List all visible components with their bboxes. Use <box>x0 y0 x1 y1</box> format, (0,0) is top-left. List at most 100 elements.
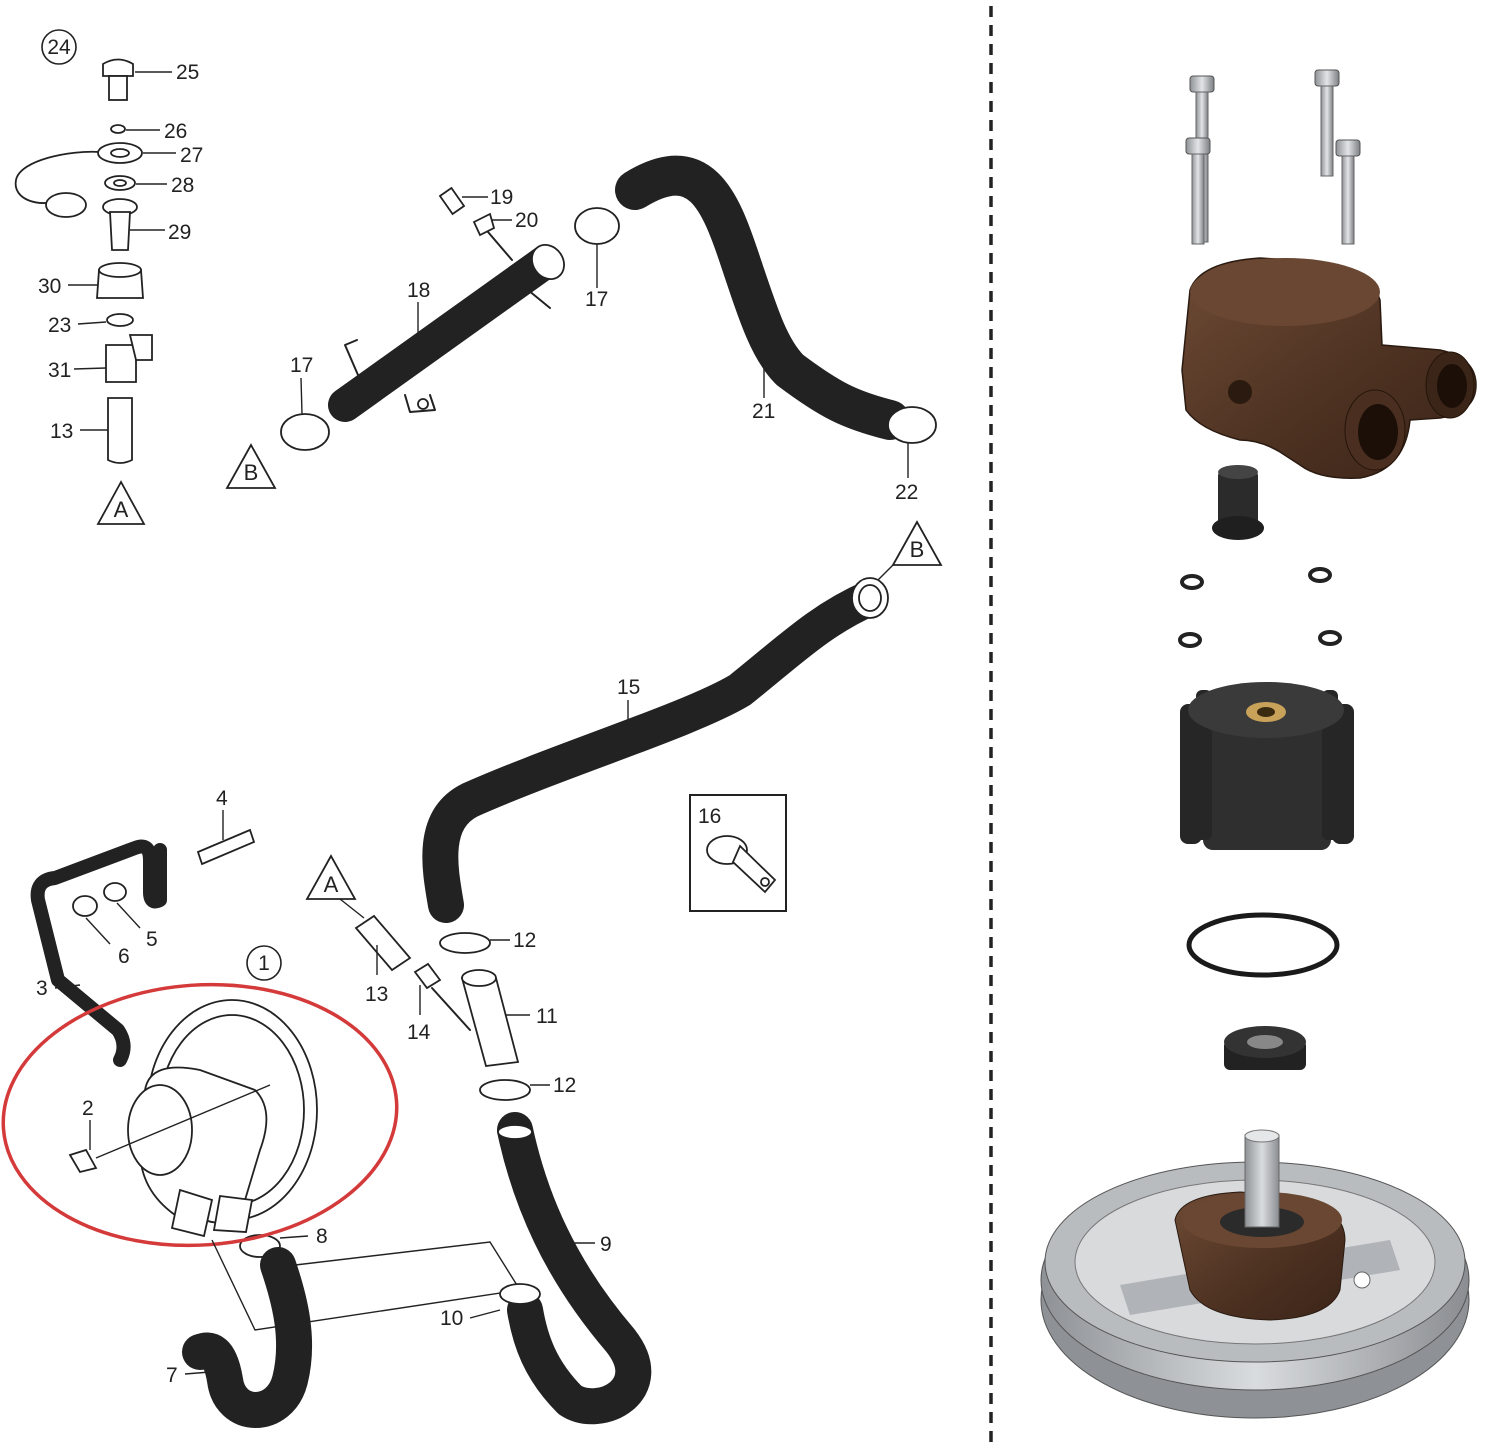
nipple-body <box>109 211 131 251</box>
photo-exploded-pump <box>1040 69 1477 1419</box>
callout-12-lower: 12 <box>553 1074 576 1097</box>
callout-12-upper: 12 <box>513 929 536 952</box>
stud-4 <box>196 828 256 866</box>
hose-13-upper <box>107 397 133 464</box>
callout-28: 28 <box>171 174 194 197</box>
callout-22: 22 <box>895 481 918 504</box>
washer-5 <box>103 882 127 902</box>
grommet-body <box>1218 470 1258 532</box>
housing-port-upper-bore <box>1437 364 1467 408</box>
callout-23: 23 <box>48 314 71 337</box>
callout-19: 19 <box>490 186 513 209</box>
connector-label-b-mid: B <box>910 537 925 562</box>
callout-circle-24 <box>41 29 77 65</box>
hose-7-inner <box>184 1249 311 1426</box>
leader-10 <box>469 1309 501 1319</box>
callout-17-right: 17 <box>585 288 608 311</box>
callout-9: 9 <box>600 1233 612 1256</box>
pump-outlet <box>170 1188 214 1238</box>
callout-30: 30 <box>38 275 61 298</box>
callout-13-upper: 13 <box>50 420 73 443</box>
drain-plug <box>102 58 134 77</box>
callout-7: 7 <box>166 1364 178 1387</box>
clamp-17-left <box>280 413 330 451</box>
tube-3-inner <box>32 841 165 1065</box>
callout-20: 20 <box>515 209 538 232</box>
connector-label-b-top: B <box>244 460 259 485</box>
o-ring-26 <box>110 124 126 134</box>
callout-11: 11 <box>536 1005 558 1028</box>
hose-13-lower <box>354 914 412 972</box>
pump-housing <box>1181 257 1477 479</box>
impeller-body <box>1203 700 1331 850</box>
ring-12-upper <box>439 932 491 954</box>
callout-16: 16 <box>698 805 721 828</box>
callout-4: 4 <box>216 787 228 810</box>
callout-6: 6 <box>118 945 130 968</box>
callout-10: 10 <box>440 1307 463 1330</box>
callout-31: 31 <box>48 359 71 382</box>
bolt-4-shank <box>1341 155 1355 245</box>
hose-15-inner <box>424 582 886 921</box>
ring-23 <box>106 313 134 327</box>
callout-1: 1 <box>258 952 270 975</box>
cover-o-ring <box>1186 912 1340 978</box>
leader-17b <box>300 377 303 415</box>
callout-labels: 24 25 26 27 28 29 30 23 31 13 19 20 18 1… <box>36 36 924 1387</box>
callout-26: 26 <box>164 120 187 143</box>
hose-9-top <box>497 1124 533 1140</box>
upper-pipe-assembly <box>225 155 937 489</box>
pump-inlet <box>212 1195 254 1233</box>
bolt-1-head <box>1189 75 1215 93</box>
connector-triangle-a-top <box>96 480 146 525</box>
callout-18: 18 <box>407 279 430 302</box>
impeller-bore <box>1257 707 1275 717</box>
drain-assembly <box>14 29 176 525</box>
small-seal-rings <box>1178 567 1342 648</box>
connector-triangle-b-top <box>225 443 277 489</box>
callout-27: 27 <box>180 144 203 167</box>
fitting-20 <box>472 212 496 237</box>
leader-31 <box>73 367 107 370</box>
pump-cap <box>127 1084 193 1176</box>
leader-5 <box>116 902 141 929</box>
callout-14: 14 <box>407 1021 431 1044</box>
nut-30-top <box>98 262 142 278</box>
pulley-hole <box>1353 1271 1371 1289</box>
callout-25: 25 <box>176 61 199 84</box>
leader-23 <box>77 321 107 325</box>
drive-shaft <box>1244 1134 1280 1228</box>
connector-triangle-a-lower <box>305 854 357 900</box>
fitting-20-stem <box>487 231 513 261</box>
callout-17-left: 17 <box>290 354 313 377</box>
tube-11-top <box>461 969 497 987</box>
hose-9-inner <box>499 1114 650 1423</box>
seal-ring-3 <box>1178 632 1202 648</box>
fitting-19 <box>438 186 466 216</box>
leader-b-mid <box>877 564 894 581</box>
pipe-18-bracket <box>404 394 436 413</box>
leader-a-lower <box>339 898 365 919</box>
leader-3 <box>54 984 81 989</box>
impeller <box>1180 682 1354 850</box>
hose-21-inner <box>617 157 908 438</box>
callout-21: 21 <box>752 400 775 423</box>
callout-circle-1 <box>246 945 282 981</box>
drain-plug-thread <box>108 75 128 101</box>
callout-8: 8 <box>316 1225 328 1248</box>
clamp-17-right <box>574 207 620 245</box>
clamp-31-tab <box>128 334 153 361</box>
p-clip-hole <box>760 877 770 887</box>
bolt-3-head <box>1314 69 1340 87</box>
mounting-bolts <box>1185 69 1361 245</box>
nut-6 <box>72 895 98 917</box>
bolt-2-head <box>1185 137 1211 155</box>
clamp-10 <box>499 1283 541 1305</box>
retaining-cord <box>14 150 101 204</box>
screw-2 <box>68 1148 98 1174</box>
washer-27-hole <box>110 148 130 158</box>
clamp-31 <box>105 344 137 383</box>
leader-8 <box>279 1235 309 1239</box>
washer-28-hole <box>113 179 127 187</box>
rubber-grommet <box>1212 465 1264 540</box>
